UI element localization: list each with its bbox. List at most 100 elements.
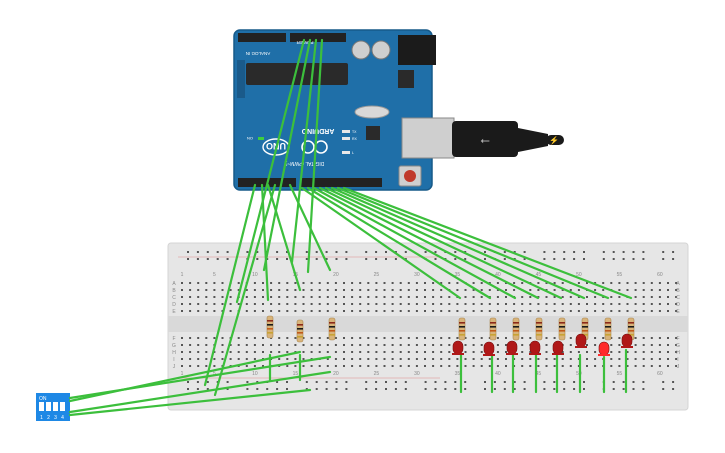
breadboard-hole[interactable] (626, 365, 629, 367)
breadboard-hole[interactable] (424, 282, 426, 284)
breadboard-hole[interactable] (205, 358, 208, 360)
breadboard-hole[interactable] (424, 303, 426, 305)
breadboard-hole[interactable] (553, 337, 556, 339)
breadboard-hole[interactable] (464, 344, 467, 346)
breadboard-hole[interactable] (399, 337, 402, 339)
power-header[interactable] (290, 33, 346, 42)
rail-hole[interactable] (246, 251, 249, 253)
breadboard-hole[interactable] (197, 282, 200, 284)
breadboard-hole[interactable] (189, 303, 192, 305)
breadboard-hole[interactable] (407, 337, 410, 339)
rail-hole[interactable] (543, 258, 546, 260)
breadboard-hole[interactable] (407, 289, 410, 291)
rail-hole[interactable] (206, 251, 209, 253)
breadboard-hole[interactable] (456, 365, 459, 367)
breadboard-hole[interactable] (496, 358, 499, 360)
breadboard-hole[interactable] (375, 296, 378, 298)
rail-hole[interactable] (256, 381, 259, 383)
breadboard-hole[interactable] (302, 337, 305, 339)
breadboard-hole[interactable] (221, 358, 224, 360)
breadboard-hole[interactable] (650, 310, 653, 312)
breadboard-hole[interactable] (181, 351, 183, 353)
breadboard-hole[interactable] (262, 296, 264, 298)
resistor[interactable] (489, 317, 497, 341)
breadboard-hole[interactable] (399, 289, 402, 291)
rail-hole[interactable] (434, 251, 437, 253)
breadboard-hole[interactable] (577, 303, 580, 305)
breadboard-hole[interactable] (432, 310, 435, 312)
breadboard-hole[interactable] (270, 344, 273, 346)
rail-hole[interactable] (503, 258, 506, 260)
breadboard-hole[interactable] (343, 358, 345, 360)
breadboard-hole[interactable] (634, 303, 637, 305)
breadboard-hole[interactable] (432, 296, 435, 298)
breadboard-hole[interactable] (545, 358, 548, 360)
breadboard-hole[interactable] (586, 282, 588, 284)
breadboard-hole[interactable] (424, 310, 426, 312)
breadboard-hole[interactable] (262, 365, 264, 367)
breadboard-hole[interactable] (415, 365, 418, 367)
rail-hole[interactable] (642, 388, 645, 390)
breadboard-hole[interactable] (221, 289, 224, 291)
breadboard-hole[interactable] (496, 310, 499, 312)
breadboard-hole[interactable] (650, 351, 653, 353)
breadboard-hole[interactable] (229, 289, 232, 291)
breadboard-hole[interactable] (667, 365, 669, 367)
breadboard-hole[interactable] (326, 310, 329, 312)
breadboard-hole[interactable] (650, 303, 653, 305)
rail-hole[interactable] (256, 251, 259, 253)
breadboard-hole[interactable] (537, 303, 540, 305)
breadboard-hole[interactable] (270, 282, 273, 284)
breadboard-hole[interactable] (407, 351, 410, 353)
breadboard-hole[interactable] (375, 365, 378, 367)
breadboard-hole[interactable] (407, 358, 410, 360)
breadboard-hole[interactable] (513, 289, 516, 291)
rail-hole[interactable] (484, 381, 486, 383)
breadboard-hole[interactable] (383, 296, 386, 298)
breadboard-hole[interactable] (181, 296, 183, 298)
rail-hole[interactable] (375, 251, 378, 253)
rail-hole[interactable] (563, 381, 566, 383)
wire[interactable] (213, 183, 277, 397)
breadboard-hole[interactable] (383, 337, 386, 339)
breadboard-hole[interactable] (505, 296, 507, 298)
breadboard-hole[interactable] (456, 303, 459, 305)
rail-hole[interactable] (662, 258, 665, 260)
breadboard-hole[interactable] (521, 296, 524, 298)
rail-hole[interactable] (424, 381, 427, 383)
breadboard-hole[interactable] (286, 358, 289, 360)
breadboard-hole[interactable] (618, 303, 621, 305)
breadboard-hole[interactable] (432, 337, 435, 339)
breadboard-hole[interactable] (205, 344, 208, 346)
breadboard-hole[interactable] (253, 337, 256, 339)
breadboard-hole[interactable] (213, 358, 216, 360)
breadboard-hole[interactable] (286, 282, 289, 284)
breadboard-hole[interactable] (553, 310, 556, 312)
breadboard-hole[interactable] (237, 337, 240, 339)
breadboard-hole[interactable] (262, 303, 264, 305)
breadboard-hole[interactable] (367, 337, 370, 339)
rail-hole[interactable] (315, 388, 318, 390)
breadboard-hole[interactable] (594, 337, 597, 339)
breadboard-hole[interactable] (205, 296, 208, 298)
rail-hole[interactable] (493, 388, 496, 390)
breadboard-hole[interactable] (359, 365, 362, 367)
breadboard-hole[interactable] (343, 310, 345, 312)
rail-hole[interactable] (305, 258, 308, 260)
breadboard-hole[interactable] (391, 344, 394, 346)
breadboard-hole[interactable] (521, 337, 524, 339)
breadboard-hole[interactable] (610, 351, 613, 353)
breadboard-hole[interactable] (513, 303, 516, 305)
breadboard-hole[interactable] (205, 365, 208, 367)
breadboard-hole[interactable] (253, 303, 256, 305)
rail-hole[interactable] (523, 388, 526, 390)
rail-hole[interactable] (642, 251, 645, 253)
breadboard-hole[interactable] (602, 303, 605, 305)
usb-port[interactable] (401, 117, 455, 159)
breadboard-hole[interactable] (602, 289, 605, 291)
breadboard-hole[interactable] (432, 344, 435, 346)
breadboard-hole[interactable] (245, 365, 248, 367)
breadboard-hole[interactable] (359, 303, 362, 305)
rail-hole[interactable] (276, 251, 279, 253)
breadboard-hole[interactable] (213, 303, 216, 305)
